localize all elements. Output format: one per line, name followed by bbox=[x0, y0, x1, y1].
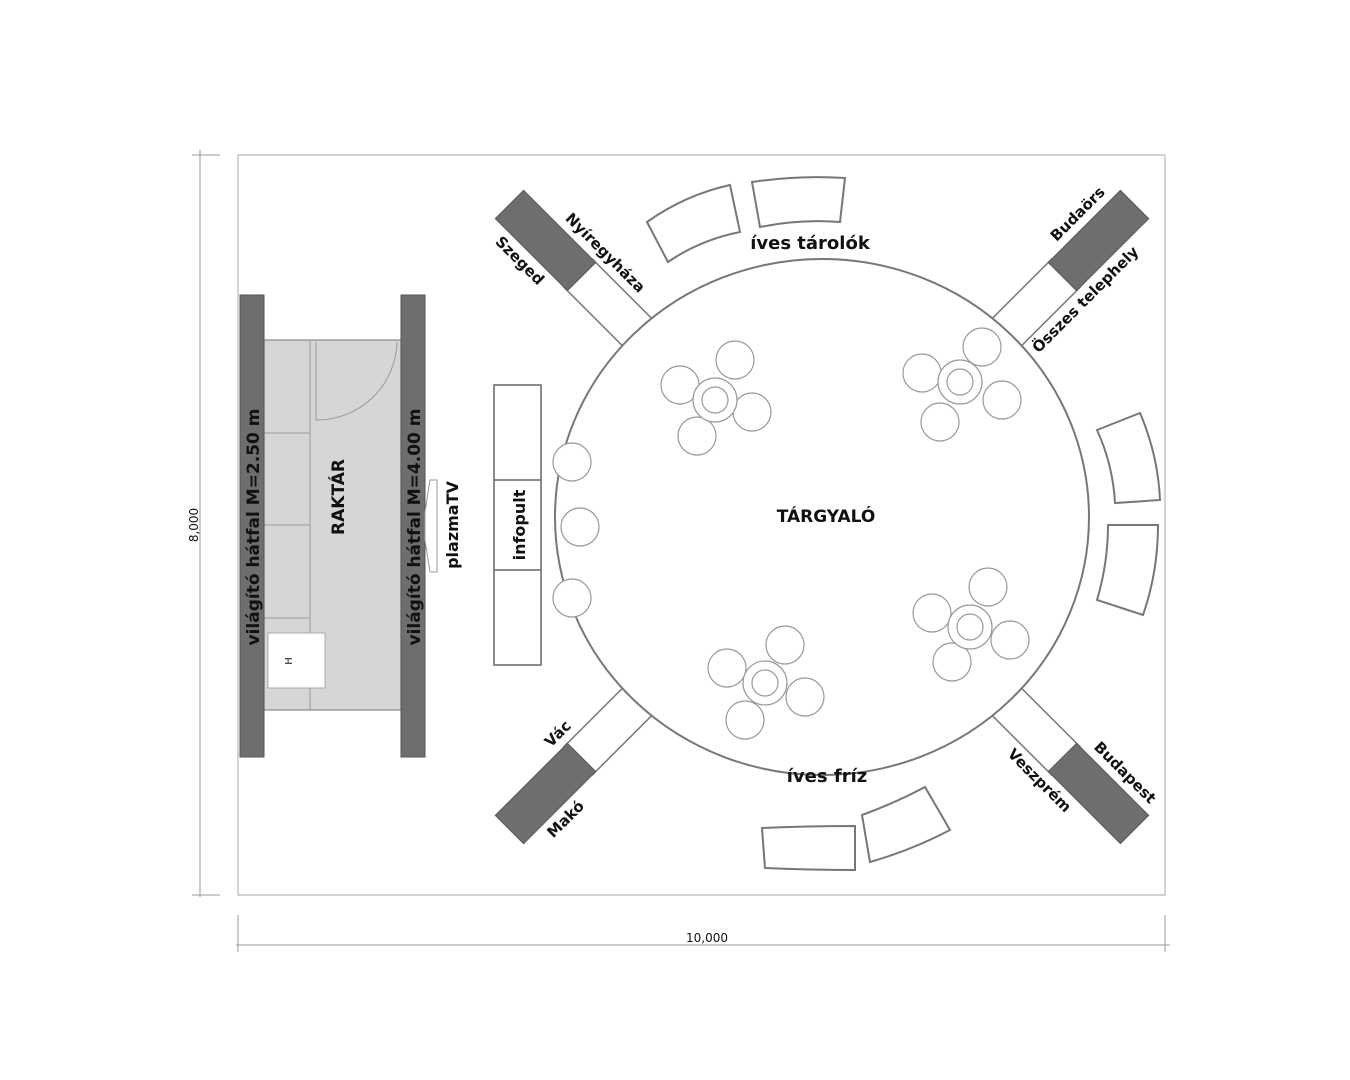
table-group bbox=[912, 567, 1030, 682]
height-dimension: 8,000 bbox=[187, 150, 220, 897]
right-backlit-wall: világító hátfal M=4.00 m bbox=[400, 294, 426, 758]
width-label: 10,000 bbox=[686, 931, 728, 945]
chair bbox=[968, 567, 1008, 607]
chair bbox=[902, 353, 942, 393]
height-label: 8,000 bbox=[187, 508, 201, 542]
table-top bbox=[956, 613, 984, 641]
infodesk-chair bbox=[560, 507, 600, 547]
table-top bbox=[946, 368, 974, 396]
chair bbox=[715, 340, 755, 380]
width-dimension: 10,000 bbox=[236, 915, 1170, 952]
chair bbox=[920, 402, 960, 442]
svg-text:infopult: infopult bbox=[510, 489, 529, 560]
storage-box bbox=[267, 632, 326, 689]
chair bbox=[982, 380, 1022, 420]
svg-text:világító hátfal M=2.50 m: világító hátfal M=2.50 m bbox=[244, 409, 264, 646]
table-group bbox=[660, 340, 772, 456]
storage-box-label: H bbox=[284, 657, 295, 665]
chair bbox=[732, 392, 772, 432]
curved-storage-label: íves tárolók bbox=[750, 233, 871, 254]
curved-storage-right bbox=[1095, 411, 1162, 617]
infodesk-chair bbox=[552, 442, 592, 482]
meeting-area-label: TÁRGYALÓ bbox=[777, 505, 876, 527]
chair bbox=[962, 327, 1002, 367]
table-group bbox=[707, 625, 825, 740]
chair bbox=[912, 593, 952, 633]
svg-text:plazmaTV: plazmaTV bbox=[443, 480, 462, 568]
svg-text:világító hátfal M=4.00 m: világító hátfal M=4.00 m bbox=[405, 409, 425, 646]
stand-boundary bbox=[237, 154, 1166, 896]
storage-room-label: RAKTÁR bbox=[327, 459, 349, 535]
chair bbox=[785, 677, 825, 717]
table-top bbox=[751, 669, 779, 697]
curved-storage-top bbox=[645, 176, 847, 264]
chair bbox=[677, 416, 717, 456]
curved-frieze-label: íves fríz bbox=[787, 766, 867, 787]
storage-room: H RAKTÁR bbox=[263, 339, 402, 711]
plasma-tv: plazmaTV bbox=[424, 479, 462, 573]
chair bbox=[990, 620, 1030, 660]
chair bbox=[765, 625, 805, 665]
left-backlit-wall: világító hátfal M=2.50 m bbox=[239, 294, 265, 758]
table-group bbox=[902, 327, 1022, 442]
door[interactable] bbox=[315, 341, 398, 421]
infodesk-chair bbox=[552, 578, 592, 618]
table-top bbox=[701, 386, 729, 414]
infodesk: infopult bbox=[493, 384, 542, 666]
chair bbox=[725, 700, 765, 740]
chair bbox=[707, 648, 747, 688]
chair bbox=[932, 642, 972, 682]
curved-frieze-bottom bbox=[760, 785, 952, 872]
